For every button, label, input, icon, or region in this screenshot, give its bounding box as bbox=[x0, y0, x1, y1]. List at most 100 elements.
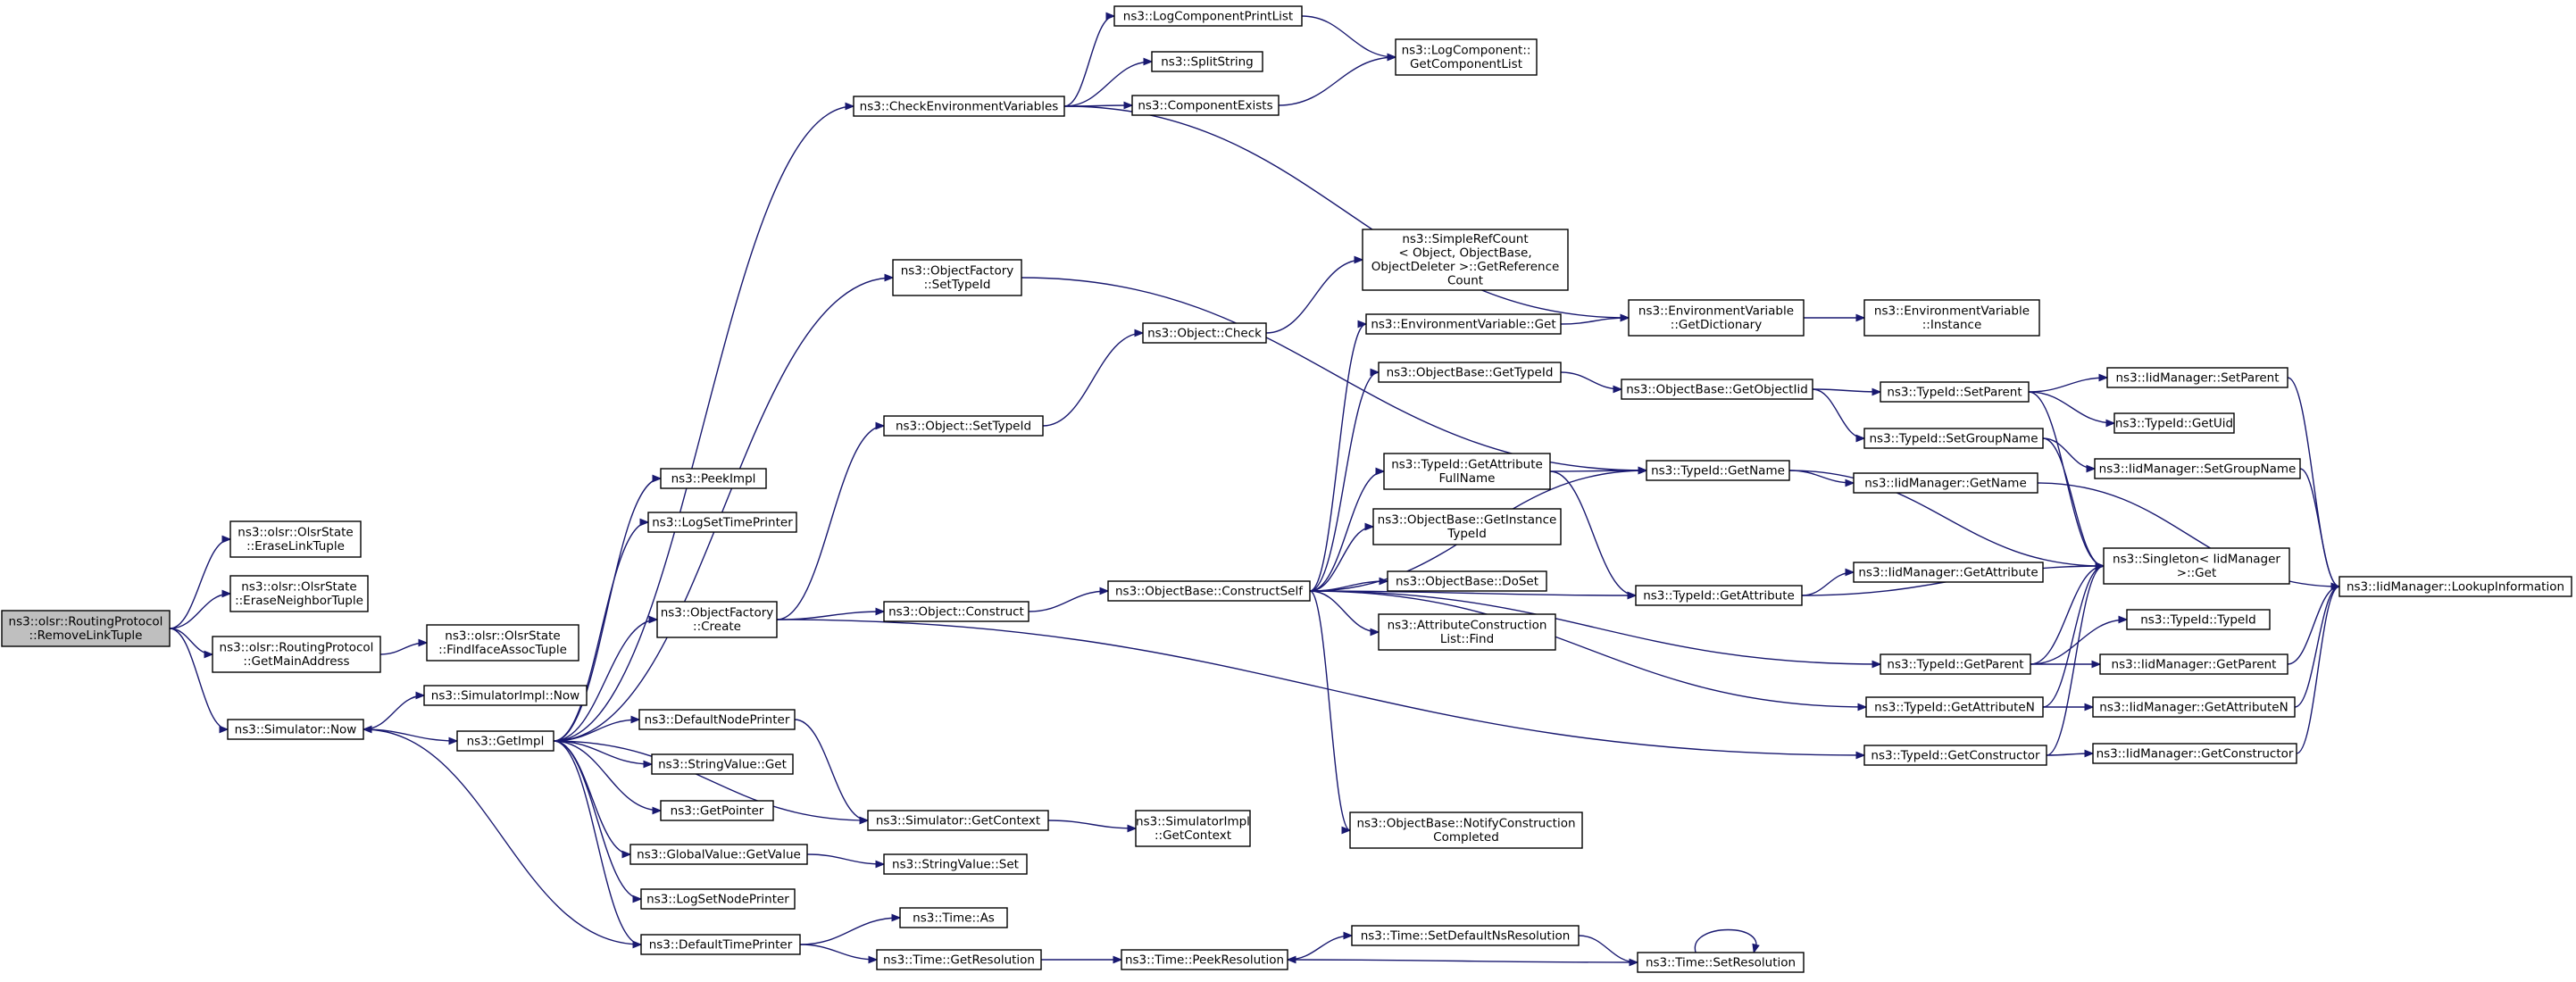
node-of-set-type-id[interactable]: ns3::ObjectFactory::SetTypeId bbox=[892, 259, 1022, 296]
arrow-head bbox=[362, 725, 372, 734]
node-construct-self[interactable]: ns3::ObjectBase::ConstructSelf bbox=[1107, 580, 1311, 602]
node-sim-get-context[interactable]: ns3::Simulator::GetContext bbox=[867, 810, 1049, 831]
node-label: ns3::ObjectBase::GetInstance bbox=[1378, 513, 1557, 528]
node-ob-get-object-iid[interactable]: ns3::ObjectBase::GetObjectIid bbox=[1621, 379, 1813, 400]
node-simple-ref[interactable]: ns3::SimpleRefCount< Object, ObjectBase,… bbox=[1362, 229, 1569, 291]
node-tid-set-group[interactable]: ns3::TypeId::SetGroupName bbox=[1863, 428, 2044, 449]
node-sim-impl-now[interactable]: ns3::SimulatorImpl::Now bbox=[423, 685, 588, 706]
node-iid-get-parent[interactable]: ns3::IidManager::GetParent bbox=[2099, 653, 2288, 675]
node-time-get-res[interactable]: ns3::Time::GetResolution bbox=[876, 949, 1042, 970]
edge-iid-get-ctor-to-iid-lookup bbox=[2296, 582, 2341, 754]
node-log-comp-print[interactable]: ns3::LogComponentPrintList bbox=[1113, 5, 1303, 27]
node-label: GetComponentList bbox=[1410, 57, 1522, 71]
node-sim-now[interactable]: ns3::Simulator::Now bbox=[227, 719, 364, 740]
node-env-get-dict[interactable]: ns3::EnvironmentVariable::GetDictionary bbox=[1628, 299, 1805, 337]
edge-ob-get-type-id-to-ob-get-object-iid bbox=[1560, 371, 1623, 394]
node-sim-impl-get-context[interactable]: ns3::SimulatorImpl::GetContext bbox=[1135, 810, 1251, 847]
node-log-comp-get-list[interactable]: ns3::LogComponent::GetComponentList bbox=[1395, 38, 1538, 76]
node-iid-set-group[interactable]: ns3::IidManager::SetGroupName bbox=[2094, 458, 2301, 479]
node-tid-get-attr-n[interactable]: ns3::TypeId::GetAttributeN bbox=[1865, 696, 2044, 718]
node-label: Completed bbox=[1433, 830, 1499, 845]
node-root[interactable]: ns3::olsr::RoutingProtocol::RemoveLinkTu… bbox=[1, 610, 171, 647]
node-check-env[interactable]: ns3::CheckEnvironmentVariables bbox=[853, 96, 1065, 117]
node-tid-get-uid[interactable]: ns3::TypeId::GetUid bbox=[2113, 412, 2235, 434]
node-tid-get-name[interactable]: ns3::TypeId::GetName bbox=[1646, 460, 1790, 481]
node-label: FullName bbox=[1439, 471, 1496, 486]
node-ob-get-type-id[interactable]: ns3::ObjectBase::GetTypeId bbox=[1378, 362, 1562, 383]
arrow-head bbox=[1872, 660, 1882, 669]
node-label: ns3::SimulatorImpl::Now bbox=[431, 688, 579, 703]
node-time-set-res[interactable]: ns3::Time::SetResolution bbox=[1637, 952, 1805, 973]
node-str-val-get[interactable]: ns3::StringValue::Get bbox=[651, 753, 794, 775]
node-get-main-addr[interactable]: ns3::olsr::RoutingProtocol::GetMainAddre… bbox=[212, 636, 381, 673]
node-find-iface[interactable]: ns3::olsr::OlsrState::FindIfaceAssocTupl… bbox=[426, 624, 579, 662]
node-def-time-printer[interactable]: ns3::DefaultTimePrinter bbox=[640, 934, 801, 955]
edge-get-impl-to-check-env bbox=[553, 102, 855, 742]
edge-line bbox=[553, 521, 649, 742]
node-tid-get-ctor[interactable]: ns3::TypeId::GetConstructor bbox=[1863, 745, 2047, 766]
node-comp-exists[interactable]: ns3::ComponentExists bbox=[1131, 95, 1280, 116]
node-obj-set-type-id[interactable]: ns3::Object::SetTypeId bbox=[883, 415, 1044, 437]
node-of-create[interactable]: ns3::ObjectFactory::Create bbox=[656, 601, 778, 638]
arrow-head bbox=[1123, 101, 1134, 110]
node-iid-get-ctor[interactable]: ns3::IidManager::GetConstructor bbox=[2092, 743, 2297, 764]
node-label: ::GetContext bbox=[1155, 828, 1231, 843]
edge-line bbox=[1309, 590, 1351, 831]
node-def-node-printer[interactable]: ns3::DefaultNodePrinter bbox=[638, 709, 796, 730]
node-split-string[interactable]: ns3::SplitString bbox=[1151, 51, 1263, 72]
node-tid-get-parent[interactable]: ns3::TypeId::GetParent bbox=[1880, 653, 2031, 675]
arrow-head bbox=[1627, 591, 1638, 600]
node-erase-link[interactable]: ns3::olsr::OlsrState::EraseLinkTuple bbox=[229, 520, 362, 558]
edge-line bbox=[1578, 935, 1638, 963]
node-box bbox=[629, 844, 808, 865]
node-erase-neighbor[interactable]: ns3::olsr::OlsrState::EraseNeighborTuple bbox=[229, 575, 369, 612]
node-iid-get-name[interactable]: ns3::IidManager::GetName bbox=[1853, 472, 2038, 494]
node-tid-get-attr[interactable]: ns3::TypeId::GetAttribute bbox=[1635, 585, 1803, 606]
node-box bbox=[212, 636, 381, 673]
node-iid-set-parent[interactable]: ns3::IidManager::SetParent bbox=[2106, 367, 2288, 388]
node-time-as[interactable]: ns3::Time::As bbox=[899, 907, 1008, 928]
arrow-head bbox=[1364, 522, 1375, 531]
node-log-set-node[interactable]: ns3::LogSetNodePrinter bbox=[640, 888, 796, 910]
node-time-peek-res[interactable]: ns3::Time::PeekResolution bbox=[1121, 949, 1288, 970]
node-iid-lookup[interactable]: ns3::IidManager::LookupInformation bbox=[2338, 576, 2572, 597]
arrow-head bbox=[1113, 955, 1123, 964]
node-tid-set-parent[interactable]: ns3::TypeId::SetParent bbox=[1880, 381, 2030, 403]
node-box bbox=[1131, 95, 1280, 116]
node-env-instance[interactable]: ns3::EnvironmentVariable::Instance bbox=[1863, 299, 2040, 337]
node-label: ns3::TypeId::GetAttribute bbox=[1391, 458, 1543, 472]
node-str-val-set[interactable]: ns3::StringValue::Set bbox=[883, 853, 1028, 875]
node-label: ns3::LogSetNodePrinter bbox=[646, 892, 789, 906]
arrow-head bbox=[652, 806, 663, 815]
node-obj-construct[interactable]: ns3::Object::Construct bbox=[883, 601, 1030, 622]
arrow-head bbox=[1855, 434, 1866, 443]
arrow-head bbox=[1638, 466, 1648, 475]
node-ob-do-set[interactable]: ns3::ObjectBase::DoSet bbox=[1387, 570, 1547, 592]
node-log-set-time[interactable]: ns3::LogSetTimePrinter bbox=[647, 512, 797, 533]
node-iid-get-attr[interactable]: ns3::IidManager::GetAttribute bbox=[1853, 562, 2044, 583]
node-iid-get-attr-n[interactable]: ns3::IidManager::GetAttributeN bbox=[2092, 696, 2296, 718]
arrow-head bbox=[1357, 320, 1368, 329]
arrow-head bbox=[652, 474, 663, 483]
node-obj-check[interactable]: ns3::Object::Check bbox=[1142, 322, 1267, 344]
node-ob-notify[interactable]: ns3::ObjectBase::NotifyConstructionCompl… bbox=[1349, 811, 1583, 849]
node-time-set-def-ns[interactable]: ns3::Time::SetDefaultNsResolution bbox=[1351, 925, 1580, 946]
node-label: ns3::SimulatorImpl bbox=[1136, 815, 1250, 829]
node-get-impl[interactable]: ns3::GetImpl bbox=[456, 730, 554, 752]
node-label: ns3::TypeId::TypeId bbox=[2140, 612, 2256, 627]
edge-line bbox=[553, 740, 662, 811]
node-singleton-get[interactable]: ns3::Singleton< IidManager >::Get bbox=[2103, 547, 2290, 585]
node-label: ns3::TypeId::SetParent bbox=[1887, 385, 2022, 399]
edge-line bbox=[553, 105, 854, 742]
node-tid-type-id[interactable]: ns3::TypeId::TypeId bbox=[2126, 609, 2271, 630]
edge-obj-construct-to-construct-self bbox=[1028, 587, 1110, 612]
edge-def-time-printer-to-time-as bbox=[799, 913, 902, 945]
node-peek-impl[interactable]: ns3::PeekImpl bbox=[660, 468, 767, 489]
node-get-pointer[interactable]: ns3::GetPointer bbox=[660, 800, 774, 821]
node-label: ns3::Time::SetResolution bbox=[1646, 955, 1796, 970]
node-env-get[interactable]: ns3::EnvironmentVariable::Get bbox=[1365, 313, 1562, 335]
node-global-val-get[interactable]: ns3::GlobalValue::GetValue bbox=[629, 844, 808, 865]
